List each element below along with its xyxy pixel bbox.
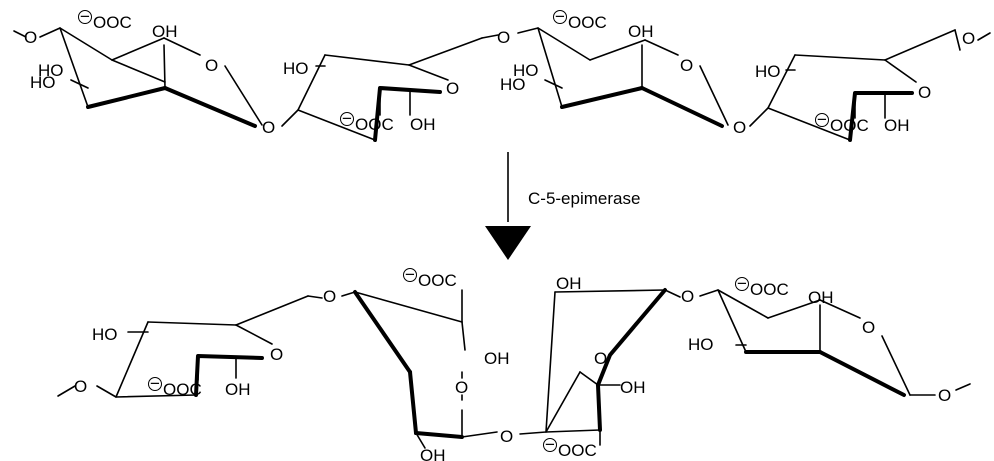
bottom-minus-d: − [737,274,747,293]
top-ho-2: HO [30,73,56,92]
bottom-oh-d1: OH [808,288,834,307]
bottom-ring-o-c: O [594,349,607,368]
bottom-ring-o-a: O [270,345,283,364]
top-ho-5: HO [500,75,526,94]
top-ho-4: HO [513,61,539,80]
bottom-ring-d [699,289,971,397]
top-o-left-end: O [24,28,37,47]
top-glycosidic-o-1: O [262,118,275,137]
top-ring-1 [13,27,263,128]
bottom-glycosidic-o-1: O [323,287,336,306]
top-ho-3: HO [283,59,309,78]
enzyme-label: C-5-epimerase [528,189,640,208]
bottom-ring-c [519,288,681,446]
top-oh-2: OH [410,115,436,134]
top-glycosidic-o-2: O [497,28,510,47]
top-polymer-chain: O − OOC OH O HO HO O HO O − OOC OH O − O… [13,7,991,142]
top-ring-2 [281,37,483,142]
bottom-oh-a: OH [225,380,251,399]
bottom-ring-o-d: O [862,318,875,337]
bottom-minus-a: − [150,374,160,393]
top-ring-o-3: O [680,56,693,75]
reaction-arrow: C-5-epimerase [485,152,640,260]
top-ring-o-4: O [918,83,931,102]
top-minus-4: − [817,110,827,129]
top-ooc-1: OOC [93,13,132,32]
top-ooc-4: OOC [830,116,869,135]
bottom-ooc-d: OOC [750,280,789,299]
bottom-ho-d: HO [688,335,714,354]
top-oh-3: OH [628,22,654,41]
bottom-minus-c: − [545,435,555,454]
top-ring-3 [481,27,729,128]
bottom-polymer-chain: O HO O − OOC OH O − OOC OH O OH O OH O O… [57,265,971,461]
bottom-ooc-a: OOC [163,380,202,399]
top-ho-1: HO [38,61,64,80]
bottom-ring-o-b: O [455,378,468,397]
top-minus-3: − [555,7,565,26]
bottom-ho-1: HO [92,325,118,344]
top-ooc-3: OOC [568,13,607,32]
top-oh-4: OH [884,116,910,135]
top-o-right-end: O [962,29,975,48]
bottom-oh-b2: OH [420,446,446,461]
top-ring-4 [749,29,991,142]
bottom-oh-b1: OH [484,349,510,368]
bottom-o-left-end: O [74,377,87,396]
bottom-glycosidic-o-3: O [681,287,694,306]
bottom-ooc-c: OOC [558,441,597,460]
bottom-glycosidic-o-2: O [500,427,513,446]
top-minus-2: − [342,109,352,128]
bottom-oh-c1: OH [556,274,582,293]
top-ring-o-2: O [446,79,459,98]
top-glycosidic-o-3: O [733,118,746,137]
top-ho-6: HO [755,62,781,81]
bottom-ring-a [57,295,323,398]
bottom-oh-c2: OH [620,378,646,397]
top-minus-1: − [80,7,90,26]
bottom-ooc-b: OOC [418,271,457,290]
bottom-o-right-end: O [938,386,951,405]
bottom-ring-b [341,289,498,449]
top-oh-1: OH [152,22,178,41]
top-ring-o-1: O [205,56,218,75]
bottom-minus-b: − [405,265,415,284]
top-ooc-2: OOC [355,115,394,134]
